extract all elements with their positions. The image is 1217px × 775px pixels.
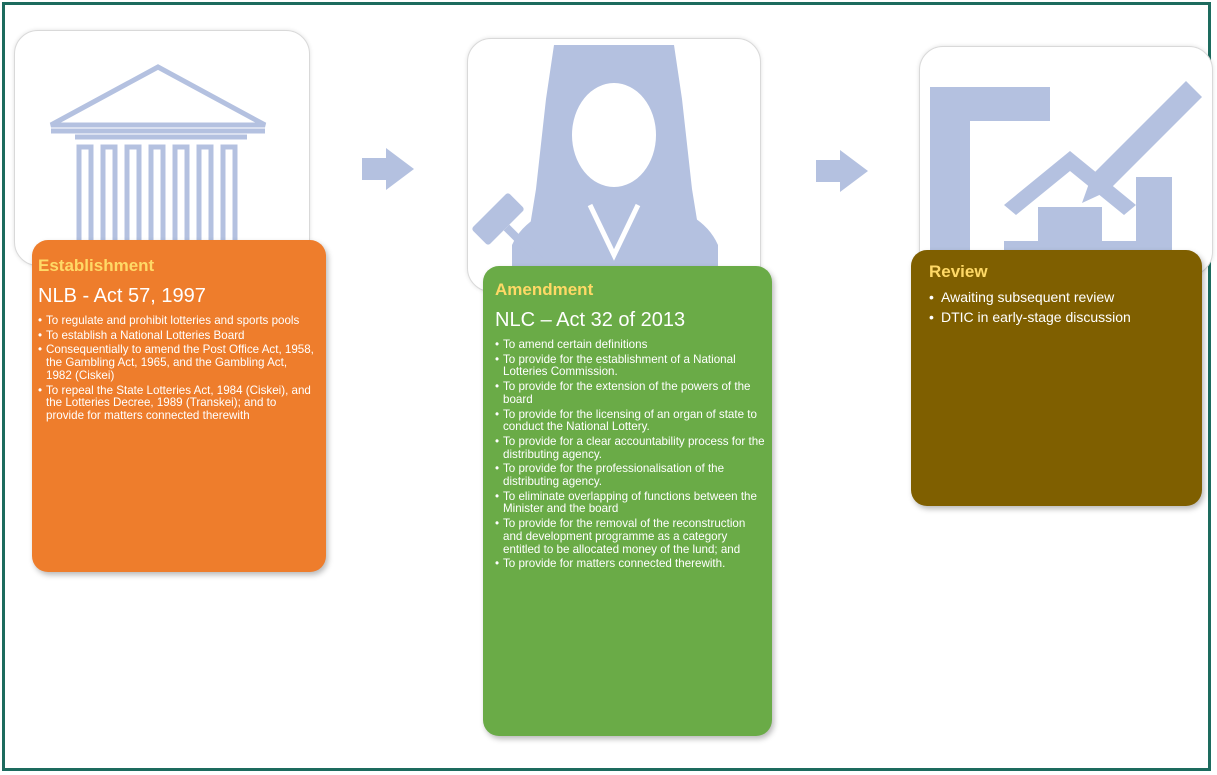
review-icon-card xyxy=(919,46,1213,276)
amendment-item: To provide for the licensing of an organ… xyxy=(495,408,766,434)
amendment-item: To provide for the removal of the recons… xyxy=(495,517,766,556)
right-arrow-icon xyxy=(816,150,868,192)
amendment-subtitle: NLC – Act 32 of 2013 xyxy=(495,309,686,331)
amendment-item: To provide for matters connected therewi… xyxy=(495,558,766,571)
amendment-item: To provide for the establishment of a Na… xyxy=(495,353,766,379)
review-item: Awaiting subsequent review xyxy=(929,287,1192,307)
review-card: Review Awaiting subsequent review DTIC i… xyxy=(911,250,1202,506)
establishment-item: To regulate and prohibit lotteries and s… xyxy=(38,314,314,328)
establishment-icon-card xyxy=(14,30,310,266)
review-item: DTIC in early-stage discussion xyxy=(929,307,1192,327)
establishment-list: To regulate and prohibit lotteries and s… xyxy=(38,314,314,423)
amendment-icon-card xyxy=(467,38,761,292)
amendment-item: To provide for the extension of the powe… xyxy=(495,380,766,406)
amendment-card: Amendment NLC – Act 32 of 2013 To amend … xyxy=(483,266,772,736)
amendment-item: To eliminate overlapping of functions be… xyxy=(495,490,766,516)
establishment-item: To repeal the State Lotteries Act, 1984 … xyxy=(38,384,314,423)
house-plan-pencil-icon xyxy=(930,81,1202,275)
establishment-card: Establishment NLB - Act 57, 1997 To regu… xyxy=(32,240,326,572)
amendment-item: To provide for the professionalisation o… xyxy=(495,462,766,488)
judge-with-gavel-icon xyxy=(472,45,718,291)
establishment-subtitle: NLB - Act 57, 1997 xyxy=(38,285,206,307)
amendment-item: To amend certain definitions xyxy=(495,338,766,352)
right-arrow-icon xyxy=(362,148,414,190)
establishment-item: To establish a National Lotteries Board xyxy=(38,329,314,343)
review-list: Awaiting subsequent review DTIC in early… xyxy=(929,287,1192,327)
establishment-title: Establishment xyxy=(38,256,155,275)
amendment-list: To amend certain definitions To provide … xyxy=(495,338,766,571)
amendment-title: Amendment xyxy=(495,280,594,299)
amendment-item: To provide for a clear accountability pr… xyxy=(495,435,766,461)
government-building-icon xyxy=(49,64,267,258)
establishment-item: Consequentially to amend the Post Office… xyxy=(38,344,314,382)
review-title: Review xyxy=(929,262,988,281)
